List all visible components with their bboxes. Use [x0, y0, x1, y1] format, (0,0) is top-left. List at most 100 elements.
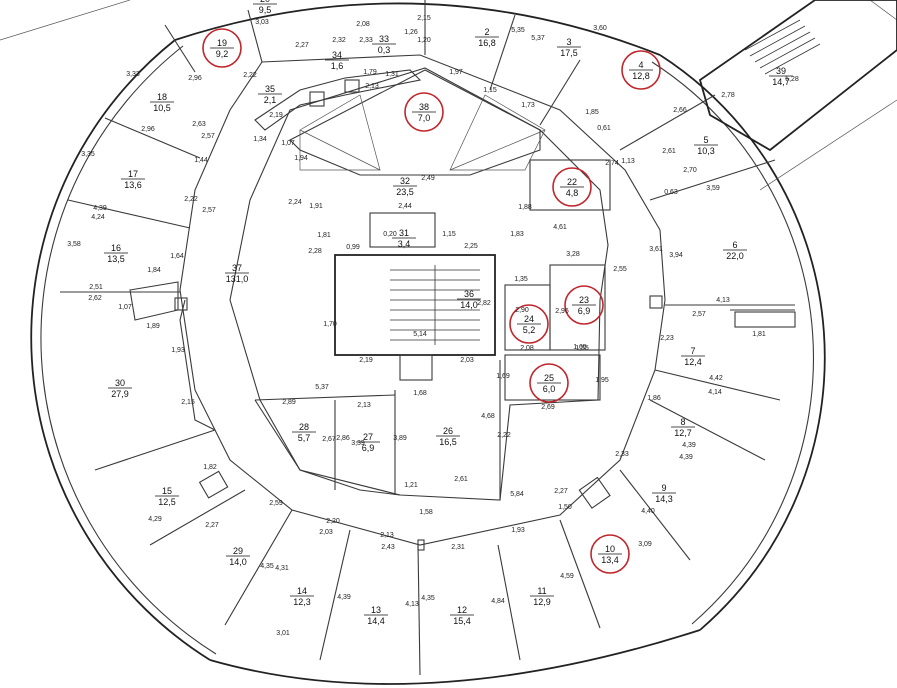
room-label-33: 330,3 — [372, 34, 396, 55]
room-number: 10 — [605, 544, 615, 554]
dimension-label: 1,84 — [147, 267, 161, 274]
room-area: 7,0 — [418, 113, 431, 123]
dimension-label: 4,59 — [560, 573, 574, 580]
dimension-label: 4,61 — [553, 224, 567, 231]
room-number: 27 — [363, 432, 373, 442]
outer-wall-arc-right — [659, 54, 826, 631]
dimension-label: 5,37 — [531, 35, 545, 42]
dimension-label: 2,96 — [141, 126, 155, 133]
dimension-label: 1,44 — [194, 157, 208, 164]
outer-wall-top — [174, 2, 661, 56]
room-area: 15,4 — [453, 616, 471, 626]
highlight-circle — [404, 92, 444, 132]
room-area: 5,7 — [298, 433, 311, 443]
dimension-label: 1,73 — [521, 102, 535, 109]
room-area: 13,4 — [601, 555, 619, 565]
room-label-19: 199,2 — [202, 28, 242, 68]
room-label-28: 285,7 — [292, 422, 316, 443]
dimension-label: 2,89 — [282, 399, 296, 406]
dimension-label: 2,96 — [555, 308, 569, 315]
dimension-label: 1,58 — [419, 509, 433, 516]
dimension-label: 1,65 — [573, 344, 587, 351]
dimension-label: 1,79 — [363, 69, 377, 76]
room-area: 14,0 — [229, 557, 247, 567]
dimension-label: 4,35 — [421, 595, 435, 602]
room-label-31: 313,4 — [392, 228, 416, 249]
dimension-label: 2,19 — [269, 112, 283, 119]
room-area: 0,3 — [378, 45, 391, 55]
dimension-label: 2,66 — [673, 107, 687, 114]
dimension-label: 2,78 — [721, 92, 735, 99]
room-area: 27,9 — [111, 389, 129, 399]
elevator — [399, 354, 433, 381]
room-number: 3 — [566, 37, 571, 47]
dimension-label: 1,81 — [317, 232, 331, 239]
dimension-label: 2,90 — [515, 307, 529, 314]
room-label-22: 224,8 — [552, 167, 592, 207]
room-number: 12 — [457, 605, 467, 615]
dimension-label: 5,35 — [511, 27, 525, 34]
room-area: 5,2 — [523, 325, 536, 335]
room-number: 35 — [265, 84, 275, 94]
dimension-label: 1,55 — [575, 345, 589, 352]
dimension-label: 2,67 — [322, 436, 336, 443]
dimension-label: 2,22 — [243, 72, 257, 79]
room-area: 12,7 — [674, 428, 692, 438]
dimension-label: 1,68 — [413, 390, 427, 397]
room-number: 5 — [703, 135, 708, 145]
dimension-label: 5,28 — [785, 76, 799, 83]
dimension-label: 2,27 — [554, 488, 568, 495]
dimension-label: 1,89 — [146, 323, 160, 330]
dimension-label: 1,70 — [323, 321, 337, 328]
dimension-label: 2,27 — [295, 42, 309, 49]
room-number: 13 — [371, 605, 381, 615]
room-number: 20 — [260, 0, 270, 4]
room-area: 3,4 — [398, 239, 411, 249]
dimension-label: 2,15 — [417, 15, 431, 22]
dimension-label: 4,39 — [337, 594, 351, 601]
dimension-label: 2,22 — [497, 432, 511, 439]
dimension-label: 3,94 — [669, 252, 683, 259]
room-area: 12,3 — [293, 597, 311, 607]
room-number: 31 — [399, 228, 409, 238]
room-number: 14 — [297, 586, 307, 596]
dimension-label: 0,63 — [664, 189, 678, 196]
dimension-label: 2,13 — [365, 83, 379, 90]
outer-wall-arc-right-inner — [651, 61, 814, 625]
dimension-label: 2,74 — [605, 160, 619, 167]
room-number: 37 — [232, 263, 242, 273]
highlight-circle — [509, 304, 549, 344]
dimension-label: 1,31 — [385, 71, 399, 78]
dimension-label: 5,37 — [315, 384, 329, 391]
dimension-label: 1,86 — [647, 395, 661, 402]
dimension-label: 2,03 — [319, 529, 333, 536]
room-number: 7 — [690, 346, 695, 356]
dimension-label: 1,35 — [514, 276, 528, 283]
dimension-label: 1,13 — [621, 158, 635, 165]
room-22-box — [529, 159, 611, 211]
dimension-label: 2,51 — [89, 284, 103, 291]
room-area: 10,3 — [697, 146, 715, 156]
room-number: 23 — [579, 295, 589, 305]
room-area: 14,3 — [655, 494, 673, 504]
room-label-4: 412,8 — [621, 50, 661, 90]
dimension-label: 3,35 — [81, 151, 95, 158]
dimension-label: 4,35 — [260, 563, 274, 570]
room-number: 34 — [332, 50, 342, 60]
room-number: 33 — [379, 34, 389, 44]
dimension-label: 4,14 — [708, 389, 722, 396]
room-area: 16,5 — [439, 437, 457, 447]
dimension-label: 4,40 — [641, 508, 655, 515]
dimension-label: 2,49 — [421, 175, 435, 182]
stair-36-treads — [390, 265, 480, 345]
dimension-label: 1,26 — [404, 29, 418, 36]
dimension-label: 2,03 — [460, 357, 474, 364]
room-area: 10,5 — [153, 103, 171, 113]
duct-left — [129, 281, 179, 321]
